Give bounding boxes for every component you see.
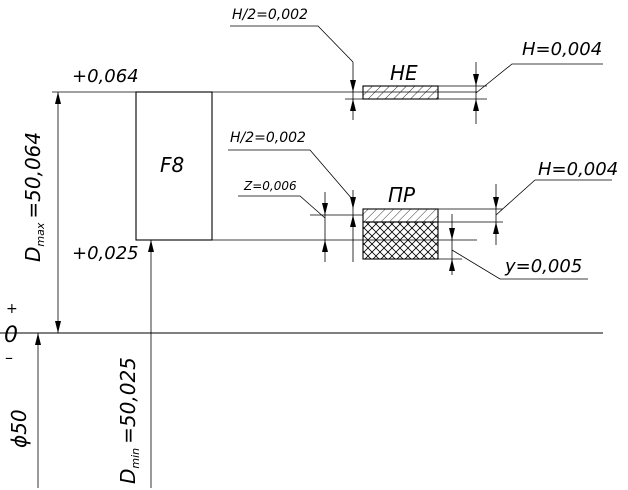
hole-tolerance-field — [135, 91, 213, 241]
dmin-arrow-top — [148, 240, 154, 252]
dmax-arrow-bottom — [55, 321, 61, 333]
dmax-label: Dmax=50,064 — [21, 132, 47, 262]
pr-wear-field — [362, 221, 439, 260]
lower-deviation-label: +0,025 — [72, 243, 139, 264]
ne-h2-label: H/2=0,002 — [232, 7, 308, 23]
pr-y-label: y=0,005 — [504, 256, 582, 277]
pr-z-label: Z=0,006 — [243, 179, 297, 193]
ne-gauge-field — [362, 85, 439, 100]
pr-gauge-field — [362, 208, 439, 223]
nominal-arrow-top — [35, 333, 41, 345]
nominal-label: ϕ50 — [7, 409, 31, 448]
pr-h2-label: H/2=0,002 — [230, 130, 306, 146]
zero-label: 0 — [4, 323, 18, 348]
ne-h2-arrow-bottom — [350, 99, 356, 111]
hole-field-label: F8 — [160, 153, 184, 177]
dmax-arrow-top — [55, 92, 61, 104]
ne-h2-arrow-top — [350, 80, 356, 92]
ne-h-label: H=0,004 — [522, 39, 602, 60]
pr-label: ПР — [388, 183, 416, 207]
plus-sign: + — [6, 301, 18, 317]
minus-sign: – — [5, 348, 13, 367]
ne-label: НЕ — [390, 61, 418, 85]
pr-h-label: H=0,004 — [538, 159, 618, 180]
dmin-label: Dmin=50,025 — [116, 357, 142, 484]
upper-deviation-label: +0,064 — [72, 66, 139, 87]
